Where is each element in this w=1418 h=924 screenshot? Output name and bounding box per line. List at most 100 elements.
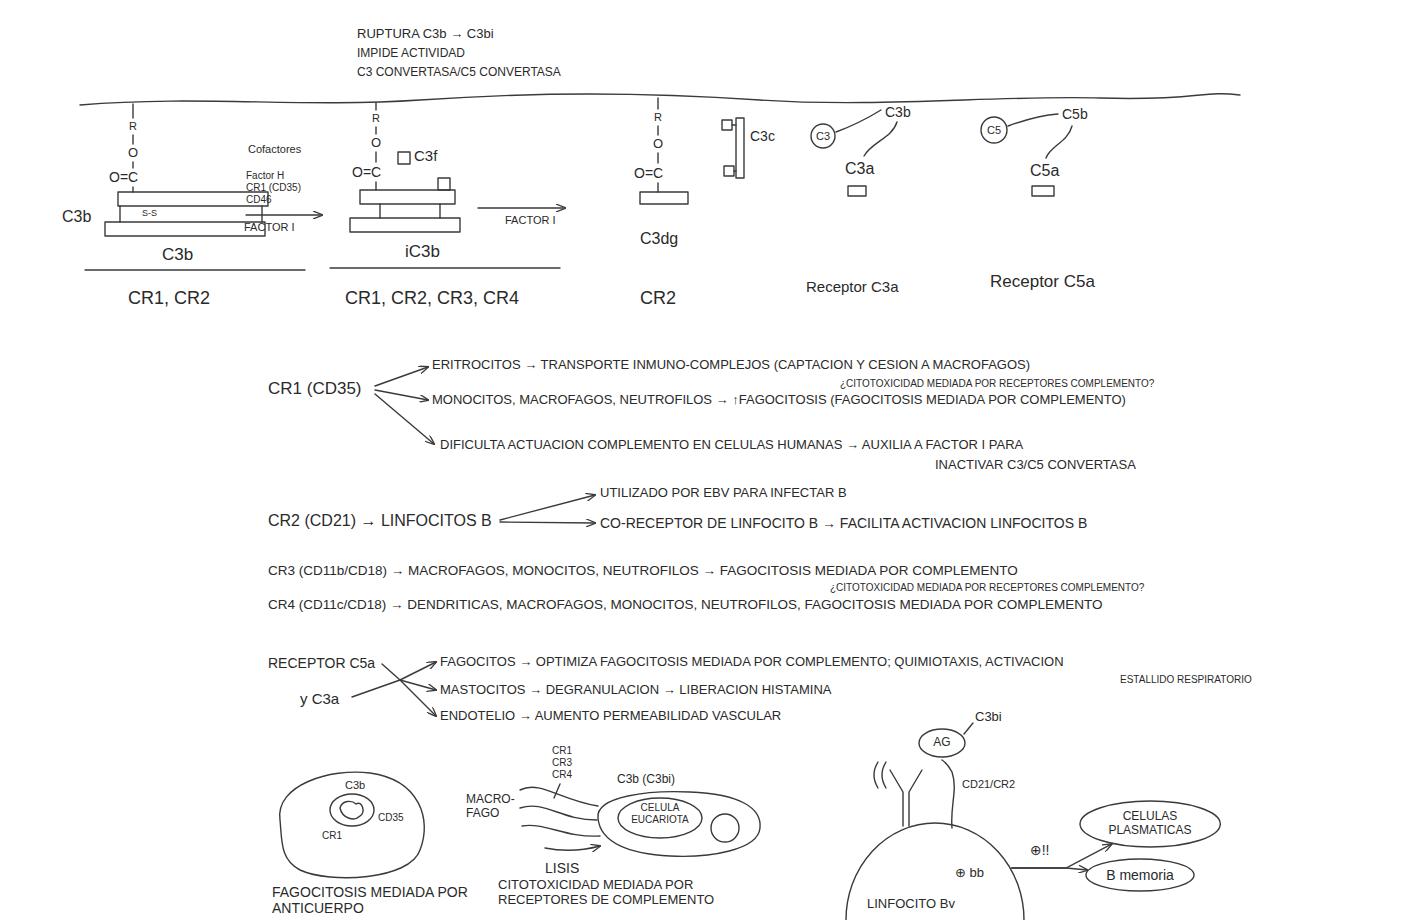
chain-bond [657, 98, 658, 109]
node-label: CELULAS PLASMATICAS [1102, 810, 1198, 838]
reaction-arrow [246, 214, 322, 215]
note-text: MONOCITOS, MACROFAGOS, NEUTROFILOS → ↑FA… [432, 393, 1126, 408]
plasma-cell-oval: CELULAS PLASMATICAS [1079, 800, 1221, 848]
fragment-box [848, 186, 866, 196]
branch-arrow [400, 662, 436, 680]
note-text: CO-RECEPTOR DE LINFOCITO B → FACILITA AC… [600, 515, 1087, 531]
chain-bond [657, 183, 658, 192]
note-text: DIFICULTA ACTUACION COMPLEMENTO EN CELUL… [440, 438, 1023, 453]
fragment-link [734, 170, 736, 171]
protein-chain [118, 192, 268, 206]
cell-membrane [598, 792, 760, 857]
branch-arrow [375, 367, 428, 386]
note-text: CR1, CR2, CR3, CR4 [345, 288, 519, 309]
node-label: CELULA EUCARIOTA [624, 802, 696, 825]
cd21-receptor [942, 760, 954, 828]
leader-line [554, 784, 560, 798]
note-text: FACTOR I [505, 214, 556, 227]
note-text: Cofactores [248, 143, 301, 156]
reaction-arrow [478, 207, 565, 208]
chain-bond [132, 135, 133, 144]
fragment-square [438, 178, 450, 190]
note-text: CR1 [552, 745, 572, 757]
ellipse-outline [981, 117, 1007, 143]
node-text-group: CELULA EUCARIOTA [624, 802, 696, 825]
cleavage-line [864, 122, 897, 156]
note-text: C3 CONVERTASA/C5 CONVERTASA [357, 66, 561, 80]
protein-chain [105, 222, 265, 236]
note-text: C3dg [640, 230, 678, 248]
note-text: C3bi [975, 710, 1002, 725]
protein-chain [350, 218, 460, 232]
note-text: iC3b [405, 242, 440, 262]
fragment-bar [736, 118, 744, 178]
note-text: R [654, 111, 662, 124]
branch-arrow [375, 394, 434, 444]
antibody [909, 770, 922, 826]
node-text-group: C5 [987, 124, 1001, 137]
note-text: ¿CITOTOXICIDAD MEDIADA POR RECEPTORES CO… [830, 582, 1144, 594]
note-text: CR4 [552, 769, 572, 781]
node-text-group: AG [933, 736, 950, 750]
note-text: C3b [885, 104, 911, 120]
branch-arrow [375, 390, 428, 400]
protein-chain [640, 192, 688, 204]
note-text: C3b (C3bi) [617, 773, 675, 787]
node-label: C5 [987, 124, 1001, 137]
note-text: CR1 (CD35) [246, 182, 301, 194]
note-text: UTILIZADO POR EBV PARA INFECTAR B [600, 486, 847, 501]
phagosome [330, 794, 374, 826]
chain-bond [375, 152, 376, 162]
note-text: CITOTOXICIDAD MEDIADA POR RECEPTORES DE … [498, 878, 748, 908]
ellipse-outline [1080, 801, 1220, 847]
molecule-circle: C5 [980, 116, 1008, 144]
note-text: CR2 (CD21) → LINFOCITOS B [268, 512, 492, 530]
note-text: C5b [1062, 106, 1088, 122]
note-text: RECEPTOR C5a [268, 655, 375, 671]
connector-arrow [1011, 844, 1111, 868]
note-text: CD35 [378, 812, 404, 824]
lysis-arrow [545, 846, 600, 850]
chain-bond [375, 182, 376, 190]
ellipse-outline [1086, 859, 1194, 891]
receptor-line [520, 787, 598, 806]
receptor-line [522, 825, 600, 836]
node-text-group: C3 [816, 130, 830, 143]
note-text: CR1 (CD35) [268, 379, 362, 399]
note-text: C3b [345, 779, 365, 792]
note-text: MASTOCITOS → DEGRANULACION → LIBERACION … [440, 683, 832, 698]
note-text: Receptor C5a [990, 272, 1095, 292]
chain-bond [132, 162, 133, 168]
ellipse-outline [811, 124, 835, 148]
chain-bond [132, 187, 133, 192]
note-text: CR1, CR2 [128, 288, 210, 309]
membrane-line [80, 94, 1240, 105]
fragment-box [1032, 186, 1054, 196]
note-text: CR4 (CD11c/CD18) → DENDRITICAS, MACROFAG… [268, 597, 1103, 613]
note-text: INACTIVAR C3/C5 CONVERTASA [935, 458, 1136, 473]
connector-arrow [1011, 868, 1087, 870]
chain-bond [657, 126, 658, 135]
label-oval [618, 798, 702, 838]
note-text: ERITROCITOS → TRANSPORTE INMUNO-COMPLEJO… [432, 358, 1030, 373]
note-text: O [653, 137, 663, 152]
note-text: O=C [109, 169, 138, 185]
fragment-square [724, 166, 734, 176]
underline [85, 269, 305, 270]
node-label: B memoria [1106, 867, 1174, 883]
protein-chain [360, 190, 455, 204]
chain-bond [132, 104, 133, 118]
underline [330, 267, 560, 268]
cell-membrane [846, 823, 1024, 920]
branch-arrow [400, 680, 436, 716]
note-text: IMPIDE ACTIVIDAD [357, 47, 465, 61]
antibody [890, 770, 903, 826]
chain-bond [375, 127, 376, 134]
disulfide-bond [119, 206, 120, 222]
note-text: FACTOR I [244, 221, 295, 234]
note-text: O [128, 146, 138, 161]
note-text: C3b [62, 208, 91, 226]
note-text: FAGOCITOS → OPTIMIZA FAGOCITOSIS MEDIADA… [440, 655, 1064, 670]
note-text: C3a [845, 160, 874, 178]
